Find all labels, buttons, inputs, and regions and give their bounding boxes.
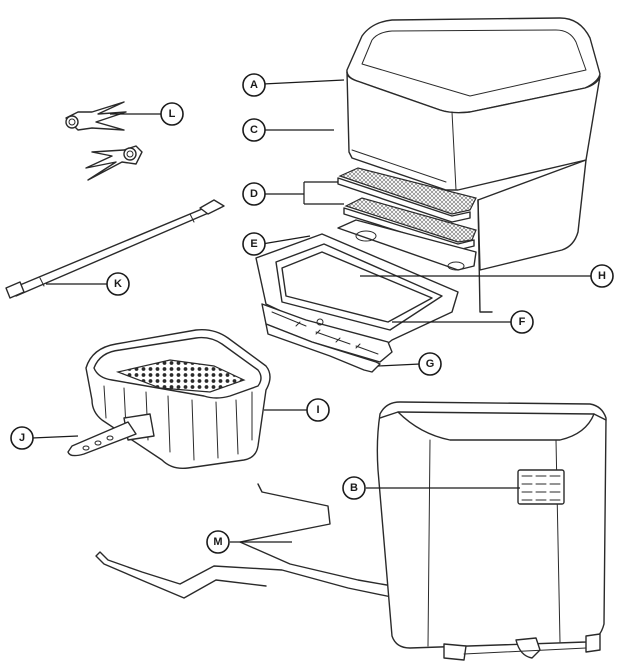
callout-F: F bbox=[511, 311, 533, 333]
callout-G: G bbox=[419, 353, 441, 375]
callout-K: K bbox=[107, 273, 129, 295]
callout-B: B bbox=[343, 477, 365, 499]
callout-label-M: M bbox=[213, 536, 222, 548]
callout-label-L: L bbox=[169, 108, 176, 120]
cooking-basket bbox=[68, 330, 270, 469]
callout-label-H: H bbox=[598, 270, 606, 282]
callout-label-C: C bbox=[250, 124, 258, 136]
callout-label-D: D bbox=[250, 188, 258, 200]
drawer-assembly bbox=[256, 220, 476, 372]
callout-label-E: E bbox=[250, 238, 257, 250]
callout-label-K: K bbox=[114, 278, 122, 290]
callout-H: H bbox=[591, 265, 613, 287]
callout-label-F: F bbox=[519, 316, 526, 328]
callout-M: M bbox=[207, 531, 229, 553]
callout-label-B: B bbox=[350, 482, 358, 494]
callout-A: A bbox=[243, 74, 265, 96]
callout-label-J: J bbox=[19, 432, 25, 444]
callout-label-I: I bbox=[316, 404, 319, 416]
fryer-base bbox=[377, 402, 606, 660]
callout-D: D bbox=[243, 183, 265, 205]
callout-C: C bbox=[243, 119, 265, 141]
callout-J: J bbox=[11, 427, 33, 449]
callout-E: E bbox=[243, 233, 265, 255]
callout-label-G: G bbox=[426, 358, 435, 370]
callout-L: L bbox=[161, 103, 183, 125]
callout-label-A: A bbox=[250, 79, 258, 91]
callout-I: I bbox=[307, 399, 329, 421]
